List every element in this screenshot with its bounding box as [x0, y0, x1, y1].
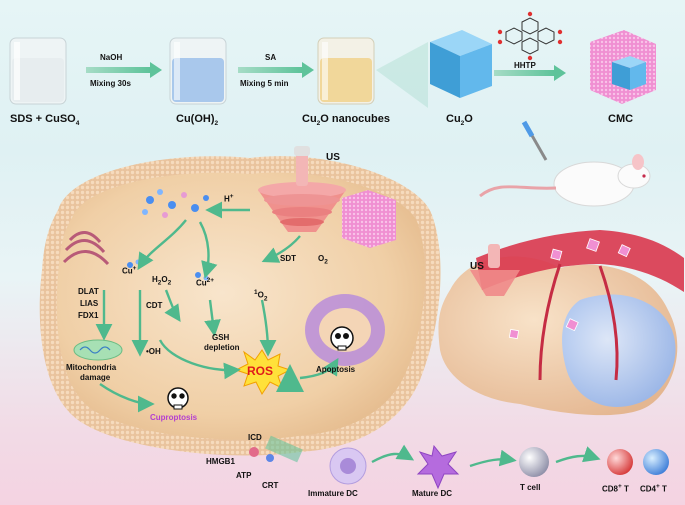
immature-dc-cell — [329, 447, 367, 485]
label-apoptosis: Apoptosis — [316, 365, 356, 374]
label-mature-dc: Mature DC — [412, 489, 453, 498]
label-cu2o: Cu2O — [446, 113, 473, 128]
label-cu2o-nanocubes: Cu2O nanocubes — [302, 113, 390, 128]
skull-icon — [167, 387, 189, 410]
cmc-particle — [590, 30, 656, 104]
label-icd: ICD — [248, 433, 262, 442]
label-lias: LIAS — [80, 299, 99, 308]
label-singlet-o2: 1O2 — [254, 289, 268, 303]
label-cu-oh-2: Cu(OH)2 — [176, 113, 219, 128]
blood-vessel — [476, 230, 684, 292]
arrow-to-effector-t — [555, 446, 601, 464]
label-cd8-t: CD8+ T — [602, 483, 629, 494]
label-gsh: GSH — [212, 333, 230, 342]
label-hhtp: HHTP — [514, 61, 536, 70]
label-mitochondria: Mitochondria — [66, 363, 117, 372]
label-us-tumor: US — [470, 261, 484, 272]
label-t-cell: T cell — [520, 483, 541, 492]
zoom-rays — [376, 42, 428, 108]
cmc-in-vessel — [508, 238, 631, 340]
label-oh-radical: •OH — [146, 347, 161, 356]
label-us-top: US — [326, 152, 340, 163]
label-mixing-30s: Mixing 30s — [90, 79, 131, 88]
label-sa: SA — [265, 53, 277, 62]
arrow-to-t-cell — [469, 449, 517, 468]
label-naoh: NaOH — [100, 53, 123, 62]
label-fdx1: FDX1 — [78, 311, 99, 320]
label-hmgb1: HMGB1 — [206, 457, 235, 466]
mitochondrion — [73, 339, 123, 361]
syringe — [528, 131, 548, 161]
label-cmc: CMC — [608, 113, 634, 125]
arrow-naoh — [86, 62, 162, 78]
label-sdt: SDT — [280, 254, 296, 263]
t-cell — [519, 447, 549, 477]
cmc-in-cell — [342, 190, 396, 248]
label-cu2-plus: Cu2+ — [196, 277, 215, 288]
icd-arrow — [265, 435, 303, 463]
hhtp-molecule — [497, 11, 563, 61]
skull-icon — [330, 326, 354, 351]
cu2o-cube — [430, 30, 492, 98]
label-h-plus: H+ — [224, 193, 234, 204]
golgi-apparatus — [62, 231, 110, 266]
mature-dc-cell — [416, 444, 460, 490]
label-cu-plus: Cu+ — [122, 265, 137, 276]
cd4-t-cell — [643, 449, 669, 475]
cd8-t-cell — [607, 449, 633, 475]
tumor-tissue — [438, 230, 684, 416]
label-atp: ATP — [236, 471, 252, 480]
label-mixing-5min: Mixing 5 min — [240, 79, 289, 88]
beaker-cu2o-nanocubes — [317, 37, 375, 105]
label-immature-dc: Immature DC — [308, 489, 358, 498]
pathway-arrows — [95, 201, 339, 413]
label-h2o2: H2O2 — [152, 275, 172, 287]
beaker-sds-cuso4 — [9, 37, 67, 105]
beaker-cu-oh-2 — [169, 37, 227, 105]
label-ros: ROS — [247, 364, 274, 378]
copper-particles — [127, 189, 209, 281]
label-crt: CRT — [262, 481, 279, 490]
arrow-sa — [238, 62, 314, 78]
label-cuproptosis: Cuproptosis — [150, 413, 198, 422]
arrow-to-mature-dc — [371, 444, 415, 464]
tumor-cell — [39, 146, 441, 463]
ultrasound-cone — [258, 146, 346, 232]
label-cdt: CDT — [146, 301, 163, 310]
mouse — [479, 120, 651, 207]
label-damage: damage — [80, 373, 111, 382]
label-dlat: DLAT — [78, 287, 99, 296]
hmgb1-marker — [249, 447, 259, 457]
label-o2: O2 — [318, 254, 328, 266]
arrow-hhtp — [494, 65, 566, 81]
ultrasound-cone-tumor — [470, 244, 520, 296]
label-depletion: depletion — [204, 343, 240, 352]
atp-marker — [266, 454, 274, 462]
label-sds-cuso4: SDS + CuSO4 — [10, 113, 80, 128]
label-cd4-t: CD4+ T — [640, 483, 667, 494]
